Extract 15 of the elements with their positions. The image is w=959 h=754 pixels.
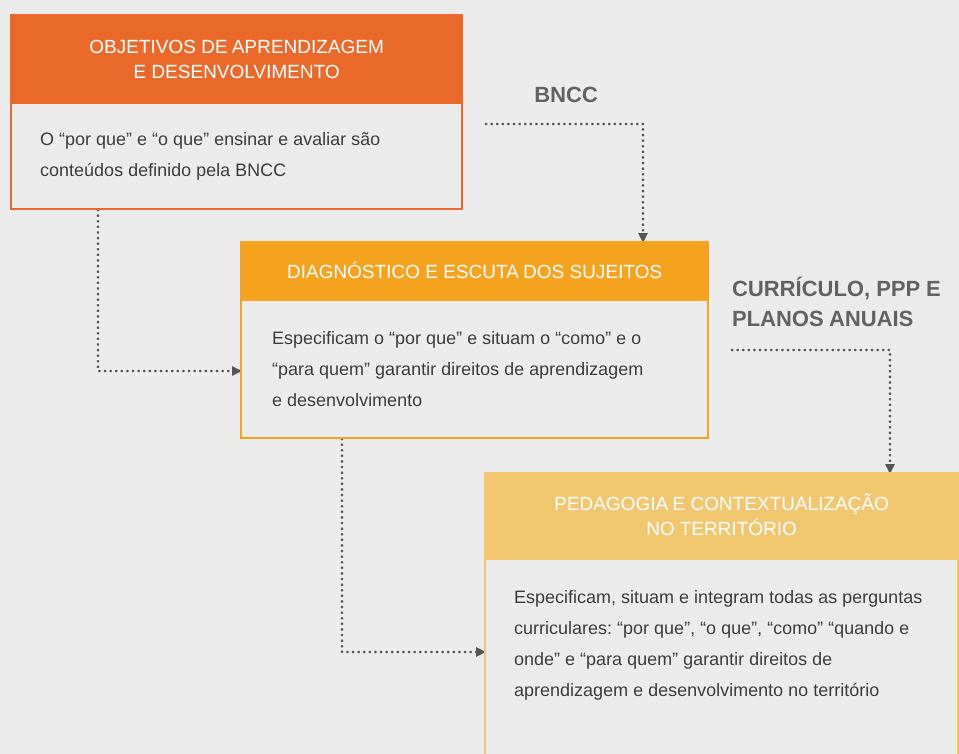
card-heading: OBJETIVOS DE APRENDIZAGEM E DESENVOLVIMENTO — [12, 16, 461, 104]
process-card — [240, 241, 709, 439]
dotted-arrow — [730, 348, 895, 474]
dotted-arrow — [484, 122, 648, 243]
card-description: O “por que” e “o que” ensinar e avaliar são conteúdos definido pela BNCC — [40, 129, 380, 180]
card-description: Especificam, situam e integram todas as perguntas curriculares: “por que”, “o que”, “como” “quando e onde” e “para quem” garantir direitos de aprendizagem e desenvolvimento no território — [514, 587, 922, 700]
source-label: CURRÍCULO, PPP E PLANOS ANUAIS — [732, 275, 942, 333]
process-card — [484, 472, 959, 754]
dotted-arrow — [96, 208, 242, 376]
dotted-arrow — [340, 438, 486, 657]
card-heading: PEDAGOGIA E CONTEXTUALIZAÇÃO NO TERRITÓRIO — [486, 474, 957, 560]
card-heading: DIAGNÓSTICO E ESCUTA DOS SUJEITOS — [242, 243, 707, 301]
card-description: Especificam o “por que” e situam o “como” e o “para quem” garantir direitos de aprendizagem e desenvolvimento — [272, 328, 644, 410]
process-card — [10, 14, 463, 210]
source-label: BNCC — [533, 81, 599, 109]
